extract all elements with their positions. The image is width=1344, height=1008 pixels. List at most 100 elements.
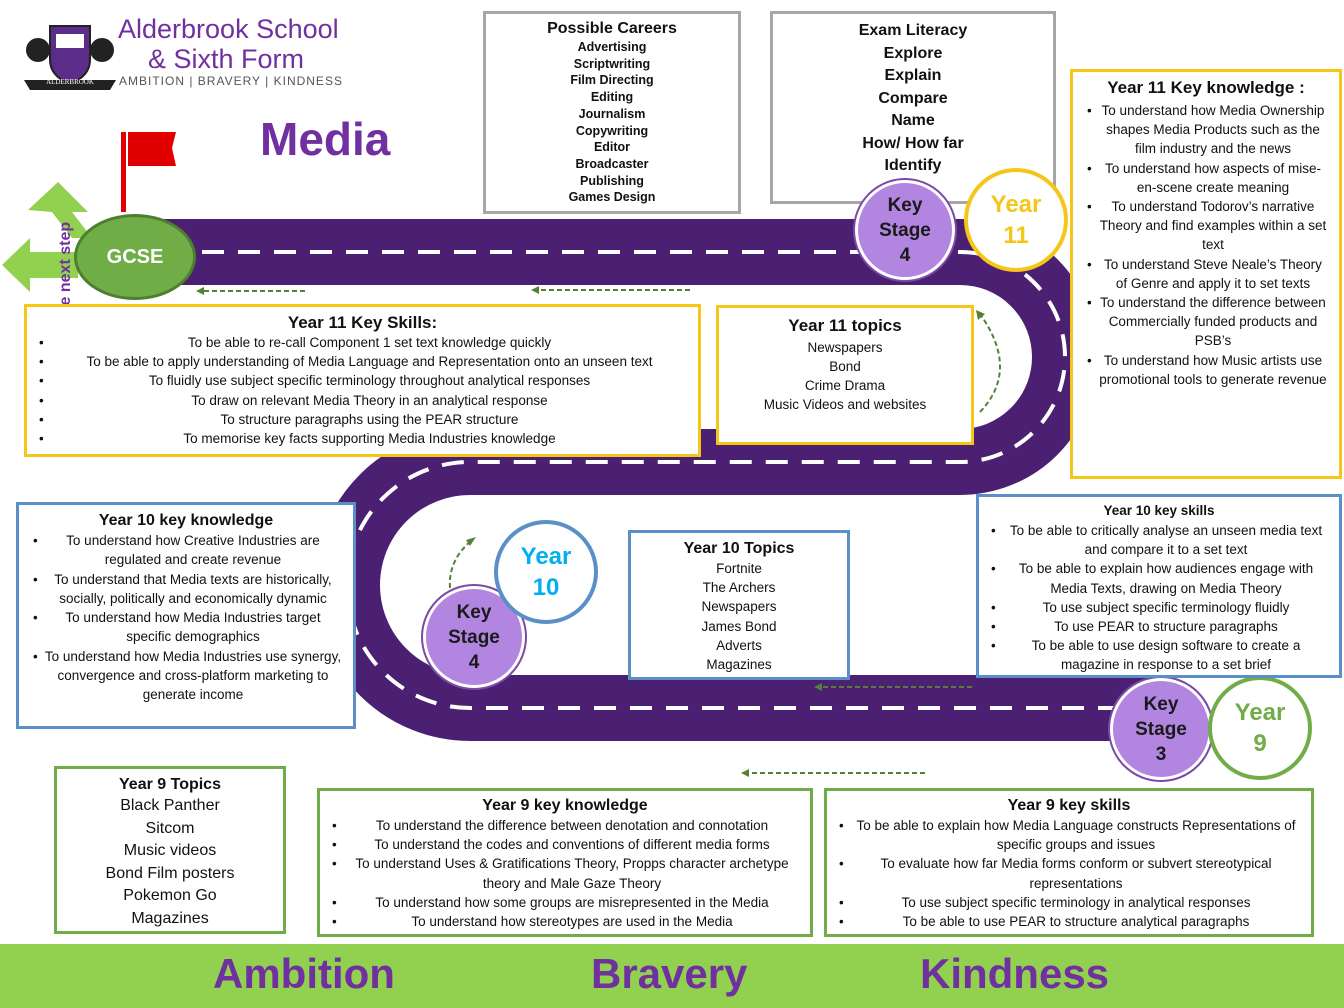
ks-label: Stage	[879, 219, 931, 241]
topic-item: Newspapers	[701, 599, 777, 615]
literacy-item: Name	[891, 112, 935, 129]
y10-topics-list: Fortnite The Archers Newspapers James Bo…	[631, 559, 847, 674]
year-label: Year	[990, 191, 1042, 218]
literacy-item: Compare	[878, 89, 948, 107]
list-item: To understand how Media Industries targe…	[29, 608, 343, 647]
ks-label: Key	[887, 194, 923, 216]
year-9-badge: Year 9	[1208, 676, 1312, 780]
ks-label: Key	[1143, 693, 1179, 715]
year-11-badge: Year 11	[964, 168, 1068, 272]
y11-topics-title: Year 11 topics	[788, 316, 902, 335]
list-item: To understand the difference between Com…	[1083, 293, 1329, 351]
year-label: Year	[1234, 699, 1286, 726]
list-item: To be able to use design software to cre…	[987, 636, 1331, 674]
topic-item: Fortnite	[716, 561, 762, 576]
list-item: To understand the difference between den…	[328, 816, 802, 835]
literacy-item: Explain	[884, 67, 942, 84]
list-item: To understand that Media texts are histo…	[29, 570, 343, 609]
topic-item: Adverts	[716, 637, 762, 653]
footer-word-kindness: Kindness	[920, 950, 1110, 997]
year-11-knowledge-box: Year 11 Key knowledge : To understand ho…	[1070, 69, 1342, 479]
list-item: To memorise key facts supporting Media I…	[35, 429, 690, 448]
careers-title: Possible Careers	[547, 20, 677, 37]
year-10-badge: Year 10	[494, 520, 598, 624]
literacy-item: How/ How far	[862, 134, 964, 152]
year-11-topics-box: Year 11 topics Newspapers Bond Crime Dra…	[716, 305, 974, 445]
list-item: To understand how some groups are misrep…	[328, 893, 802, 912]
list-item: To understand how aspects of mise-en-sce…	[1083, 159, 1329, 197]
year-9-topics-box: Year 9 Topics Black Panther Sitcom Music…	[54, 766, 286, 934]
road-centre-line	[130, 250, 1160, 710]
y11-skills-list: To be able to re-call Component 1 set te…	[35, 333, 690, 448]
next-step-arrows-icon	[2, 182, 92, 292]
year-10-knowledge-box: Year 10 key knowledge To understand how …	[16, 502, 356, 729]
topic-item: Pokemon Go	[123, 887, 217, 904]
y9-skills-list: To be able to explain how Media Language…	[835, 816, 1303, 931]
list-item: To be able to apply understanding of Med…	[35, 352, 690, 371]
y10-knowledge-list: To understand how Creative Industries ar…	[29, 531, 343, 705]
y11-knowledge-title: Year 11 Key knowledge :	[1107, 78, 1305, 97]
topic-item: James Bond	[701, 618, 777, 634]
list-item: To understand Uses & Gratifications Theo…	[328, 854, 802, 892]
year-label: Year	[520, 543, 572, 570]
list-item: To be able to re-call Component 1 set te…	[35, 333, 690, 352]
list-item: To structure paragraphs using the PEAR s…	[35, 410, 690, 429]
school-name-line2: & Sixth Form	[148, 44, 305, 74]
y9-skills-title: Year 9 key skills	[1007, 797, 1131, 814]
list-item: To use subject specific terminology flui…	[987, 598, 1331, 617]
career-item: Editing	[590, 90, 634, 105]
year-number: 10	[532, 574, 560, 601]
year-10-skills-box: Year 10 key skills To be able to critica…	[976, 494, 1342, 678]
list-item: To evaluate how far Media forms conform …	[835, 854, 1303, 892]
topic-item: Magazines	[131, 909, 209, 927]
footer-word-bravery: Bravery	[591, 950, 748, 997]
ks-number: 3	[1155, 743, 1167, 765]
career-item: Games Design	[568, 190, 656, 205]
gcse-badge: GCSE	[74, 214, 196, 300]
year-10-topics-box: Year 10 Topics Fortnite The Archers News…	[628, 530, 850, 680]
y9-topics-list: Black Panther Sitcom Music videos Bond F…	[57, 795, 283, 930]
topic-item: Music videos	[123, 842, 217, 859]
year-9-knowledge-box: Year 9 key knowledge To understand the d…	[317, 788, 813, 937]
y9-topics-title: Year 9 Topics	[119, 776, 221, 793]
list-item: To understand how Creative Industries ar…	[29, 531, 343, 570]
year-number: 11	[1003, 222, 1029, 249]
progress-arrows	[196, 286, 1001, 777]
topic-item: Sitcom	[145, 819, 195, 837]
y10-skills-list: To be able to critically analyse an unse…	[987, 521, 1331, 675]
year-9-skills-box: Year 9 key skills To be able to explain …	[824, 788, 1314, 937]
career-item: Editor	[593, 140, 631, 155]
subject-title: Media	[260, 113, 391, 165]
list-item: To understand how Media Industries use s…	[29, 647, 343, 705]
list-item: To be able to explain how audiences enga…	[987, 559, 1331, 597]
gcse-label: GCSE	[106, 245, 164, 268]
possible-careers-box: Possible Careers Advertising Scriptwriti…	[483, 11, 741, 214]
school-logo: ALDERBROOK Alderbrook School & Sixth For…	[20, 14, 350, 92]
list-item: To understand Todorov’s narrative Theory…	[1083, 197, 1329, 255]
topic-item: Bond Film posters	[105, 864, 235, 882]
list-item: To draw on relevant Media Theory in an a…	[35, 391, 690, 410]
key-stage-4-top-badge: Key Stage 4	[855, 180, 955, 280]
list-item: To understand how Media Ownership shapes…	[1083, 101, 1329, 159]
exam-literacy-title: Exam Literacy	[858, 22, 968, 39]
crest-banner-text: ALDERBROOK	[46, 78, 94, 86]
career-item: Publishing	[580, 173, 644, 188]
list-item: To understand how Music artists use prom…	[1083, 351, 1329, 389]
career-item: Journalism	[578, 106, 646, 121]
school-motto: AMBITION | BRAVERY | KINDNESS	[119, 74, 343, 88]
list-item: To understand the codes and conventions …	[328, 835, 802, 854]
topic-item: The Archers	[702, 580, 776, 596]
y10-topics-title: Year 10 Topics	[683, 540, 795, 557]
footer-banner: Ambition Bravery Kindness	[0, 944, 1344, 1008]
crest-icon	[24, 25, 116, 90]
key-stage-3-badge: Key Stage 3	[1110, 678, 1212, 780]
career-item: Scriptwriting	[573, 56, 651, 71]
year-number: 9	[1253, 730, 1267, 757]
ks-label: Key	[456, 601, 492, 623]
topic-item: Crime Drama	[804, 378, 886, 393]
literacy-item: Explore	[883, 44, 943, 62]
ks-label: Stage	[448, 626, 500, 648]
ks-label: Stage	[1135, 718, 1187, 740]
list-item: To be able to use PEAR to structure anal…	[835, 912, 1303, 931]
